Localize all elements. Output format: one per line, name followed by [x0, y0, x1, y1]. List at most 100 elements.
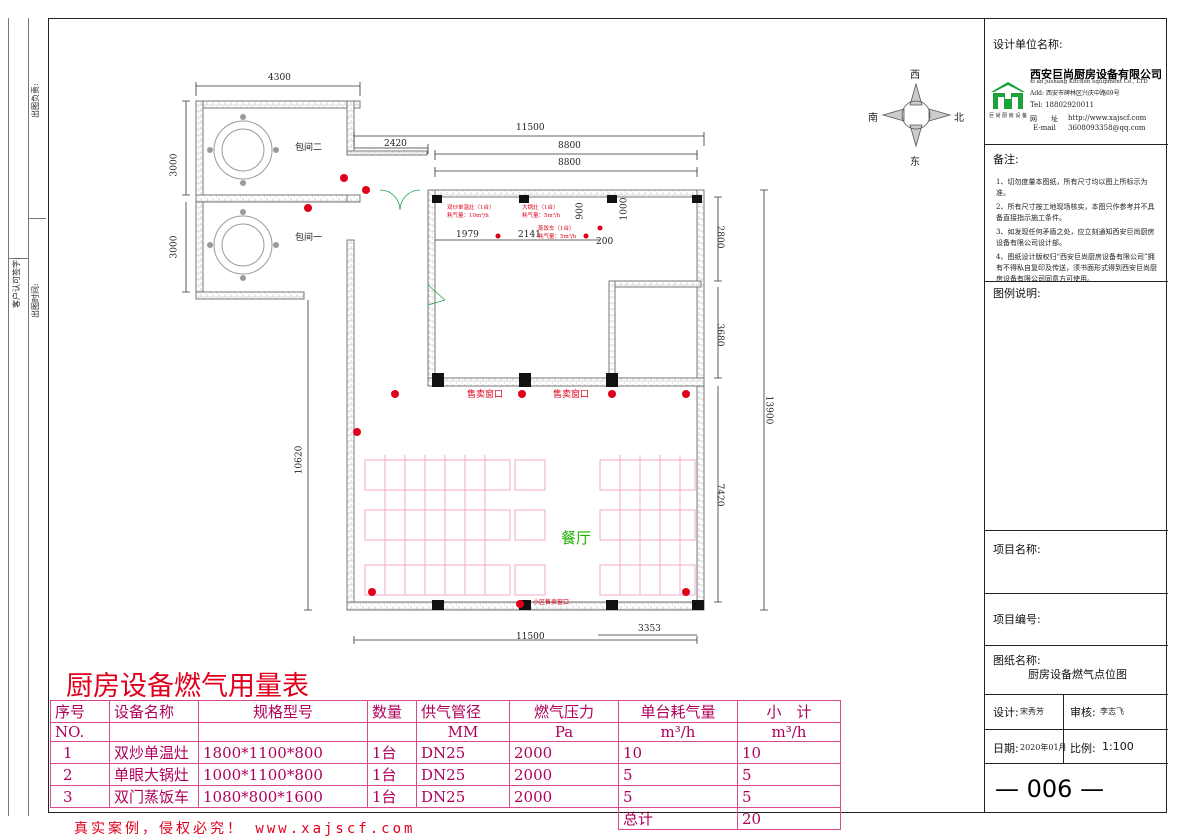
cell-no: 3	[50, 785, 110, 808]
header-cell: 设备名称	[109, 700, 199, 723]
company-address: Add: 西安市碑林区兴庆中路69号	[1030, 90, 1120, 97]
project-name-label: 项目名称:	[993, 543, 1041, 556]
sheet-number: — 006 —	[995, 775, 1105, 803]
cell-pressure: 2000	[509, 763, 619, 786]
cell-pipe: DN25	[416, 741, 510, 764]
subheader-cell: Pa	[509, 722, 619, 742]
dim-kitchen-width-2: 8800	[558, 158, 581, 168]
dim-overall-width-top: 11500	[516, 123, 545, 133]
header-cell: 燃气压力	[509, 700, 619, 723]
drawing-frame	[48, 18, 1167, 813]
eq1-gas: 耗气量：10m³/h	[447, 213, 489, 219]
dim-equip-spacing-1: 1979	[456, 230, 479, 240]
cell-name: 单眼大锅灶	[109, 763, 199, 786]
service-window-1-label: 售卖窗口	[467, 390, 504, 400]
note-item: 2、所有尺寸按工地现场核实，本图只作参考并不具备直接指示施工条件。	[996, 203, 1155, 222]
designer-name: 宋秀芳	[1020, 707, 1044, 716]
designer-label: 设计:	[993, 706, 1019, 719]
dim-right-seg-2: 3680	[714, 323, 725, 347]
cell-pressure: 2000	[509, 785, 619, 808]
company-name-en: xi an jushang Kitchen equipment Co., LTD	[1030, 79, 1148, 85]
scale-label: 比例:	[1070, 742, 1096, 755]
scale-value: 1:100	[1102, 740, 1134, 753]
eq3-name: 蒸饭车（1台）	[538, 226, 575, 232]
subheader-cell: m³/h	[618, 722, 738, 742]
cell-no: 2	[50, 763, 110, 786]
date-value: 2020年01月	[1020, 743, 1067, 752]
gas-table: 序号 设备名称 规格型号 数量 供气管径 燃气压力 单台耗气量 小 计 NO. …	[50, 700, 841, 830]
table-row: 2 单眼大锅灶 1000*1100*800 1台 DN25 2000 5 5	[50, 763, 841, 786]
cell-qty: 1台	[367, 785, 417, 808]
dim-right-total-height: 13900	[763, 395, 774, 425]
dim-bottom-width: 11500	[516, 632, 545, 642]
title-block	[984, 18, 1168, 813]
eq3-gas: 耗气量：5m³/h	[538, 234, 577, 240]
total-label: 总计	[618, 807, 738, 830]
total-value: 20	[737, 807, 841, 830]
private-room-2-label: 包间二	[295, 143, 323, 153]
cell-pipe: DN25	[416, 763, 510, 786]
company-email-label: E-mail	[1033, 124, 1056, 132]
dim-equip-offset-900: 900	[575, 202, 586, 220]
drawing-name: 厨房设备燃气点位图	[1028, 668, 1127, 681]
compass-east: 东	[910, 157, 920, 168]
dim-equip-offset-200: 200	[596, 237, 614, 247]
cell-unit-gas: 10	[618, 741, 738, 764]
drawing-name-label: 图纸名称:	[993, 654, 1041, 667]
cell-no: 1	[50, 741, 110, 764]
note-item: 1、切勿度量本图纸，所有尺寸均以图上所标示为准。	[996, 178, 1148, 197]
header-cell: 序号	[50, 700, 110, 723]
note-item: 4、图纸设计版权归“西安巨尚厨房设备有限公司”拥有不得私自复印及传送，须书面形式…	[996, 253, 1157, 283]
company-logo	[991, 82, 1025, 109]
table-row: 3 双门蒸饭车 1080*800*1600 1台 DN25 2000 5 5	[50, 785, 841, 808]
header-cell: 小 计	[737, 700, 841, 723]
reviewer-name: 李志飞	[1100, 707, 1124, 716]
left-margin: 出图负责: 客户认可签字: 出图时间:	[8, 18, 46, 816]
dim-top-width: 4300	[268, 73, 291, 83]
dim-right-seg-3: 7420	[714, 483, 725, 507]
header-cell: 数量	[367, 700, 417, 723]
subheader-cell	[367, 722, 417, 742]
dim-room-height-1: 3000	[169, 153, 180, 177]
table-subheader-row: NO. MM Pa m³/h m³/h	[50, 722, 841, 742]
footer-watermark: 真实案例，侵权必究！ www.xajscf.com	[74, 821, 416, 837]
table-total-row: 总计 20	[51, 807, 841, 830]
header-cell: 规格型号	[198, 700, 368, 723]
cell-qty: 1台	[367, 763, 417, 786]
subheader-cell: m³/h	[737, 722, 841, 742]
date-label: 日期:	[993, 742, 1019, 755]
cell-name: 双炒单温灶	[109, 741, 199, 764]
company-web-label: 网 址	[1030, 115, 1058, 123]
cell-pipe: DN25	[416, 785, 510, 808]
dim-left-height: 10620	[294, 445, 305, 475]
dim-equip-spacing-2: 2141	[518, 230, 541, 240]
cell-unit-gas: 5	[618, 763, 738, 786]
compass-west: 西	[910, 70, 920, 81]
private-room-1-label: 包间一	[295, 233, 323, 243]
dim-bottom-right-width: 3353	[638, 624, 661, 634]
cell-pressure: 2000	[509, 741, 619, 764]
cell-subtotal: 5	[737, 763, 841, 786]
dim-right-seg-1: 2800	[714, 225, 725, 249]
floor-plan	[182, 82, 952, 644]
drawing-desc-label: 图例说明:	[993, 287, 1041, 300]
company-web: http://www.xajscf.com	[1068, 114, 1147, 122]
cell-spec: 1000*1100*800	[198, 763, 368, 786]
reviewer-label: 审核:	[1070, 706, 1096, 719]
design-unit-label: 设计单位名称:	[993, 38, 1063, 51]
service-window-2-label: 售卖窗口	[553, 390, 590, 400]
project-no-label: 项目编号:	[993, 613, 1041, 626]
dining-hall-label: 餐厅	[561, 529, 592, 547]
logo-caption: 巨 尚 厨 房 设 备	[989, 113, 1027, 119]
eq2-name: 大锅灶（1台）	[522, 205, 559, 211]
company-name-cn: 西安巨尚厨房设备有限公司	[1030, 68, 1162, 81]
cell-name: 双门蒸饭车	[109, 785, 199, 808]
cell-subtotal: 5	[737, 785, 841, 808]
eq1-name: 双炒单温灶（1台）	[447, 205, 495, 211]
eq2-gas: 耗气量：5m³/h	[522, 213, 561, 219]
compass-south: 南	[868, 113, 878, 124]
dim-kitchen-width-1: 8800	[558, 141, 581, 151]
subheader-cell	[198, 722, 368, 742]
notes-list: 1、切勿度量本图纸，所有尺寸均以图上所标示为准。 2、所有尺寸按工地现场核实，本…	[996, 177, 1160, 288]
subheader-cell: MM	[416, 722, 510, 742]
